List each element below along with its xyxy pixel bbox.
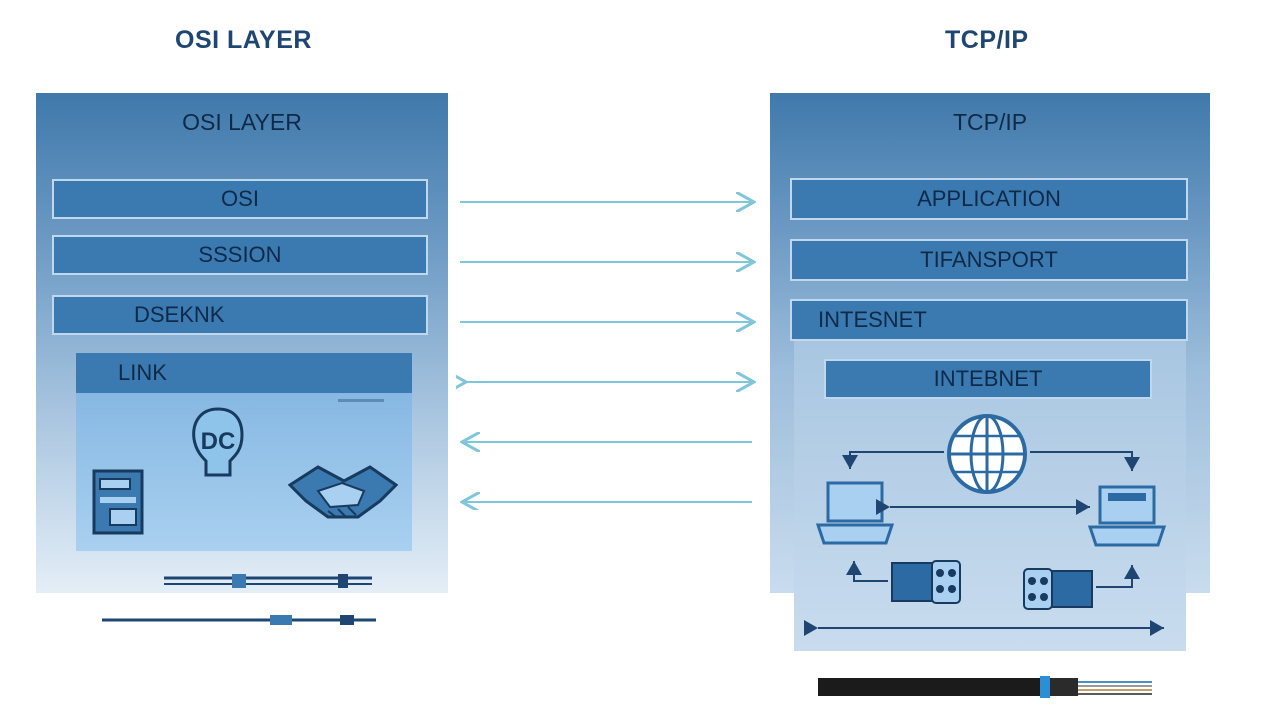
handshake-icon bbox=[288, 461, 398, 523]
document-icon bbox=[90, 467, 146, 537]
cable-icon bbox=[100, 612, 380, 628]
head-icon: DC bbox=[188, 405, 248, 481]
tcpip-inner-panel: INTEBNET bbox=[794, 341, 1186, 651]
cable-icon bbox=[162, 573, 376, 589]
svg-text:DC: DC bbox=[201, 428, 236, 455]
plug-icon bbox=[1023, 568, 1093, 610]
tcpip-inner-label: INTEBNET bbox=[824, 359, 1152, 399]
tcpip-panel-title: TCP/IP bbox=[952, 109, 1028, 135]
tcpip-layer-2: TIFANSPORT bbox=[790, 239, 1188, 281]
small-mark bbox=[338, 399, 384, 403]
tcpip-layer-3: INTESNET bbox=[790, 299, 1188, 341]
tcpip-layer-1: APPLICATION bbox=[790, 178, 1188, 220]
laptop-icon bbox=[1087, 485, 1167, 547]
osi-layer-2: SSSION bbox=[52, 235, 428, 275]
osi-panel-title: OSI LAYER bbox=[182, 109, 302, 135]
osi-layer-3: DSEKNK bbox=[52, 295, 428, 335]
tcpip-heading: TCP/IP bbox=[945, 26, 1029, 54]
osi-inner-panel: LINK DC bbox=[76, 353, 412, 551]
laptop-icon bbox=[815, 481, 895, 545]
osi-heading: OSI LAYER bbox=[175, 26, 312, 54]
osi-layer-1: OSI bbox=[52, 179, 428, 219]
osi-panel: OSI LAYER OSI SSSION DSEKNK LINK DC bbox=[36, 93, 448, 593]
mapping-arrows bbox=[456, 190, 760, 510]
plug-icon bbox=[891, 560, 961, 604]
osi-inner-label: LINK bbox=[76, 353, 412, 393]
globe-icon bbox=[947, 414, 1027, 494]
cable-icon bbox=[818, 676, 1154, 698]
